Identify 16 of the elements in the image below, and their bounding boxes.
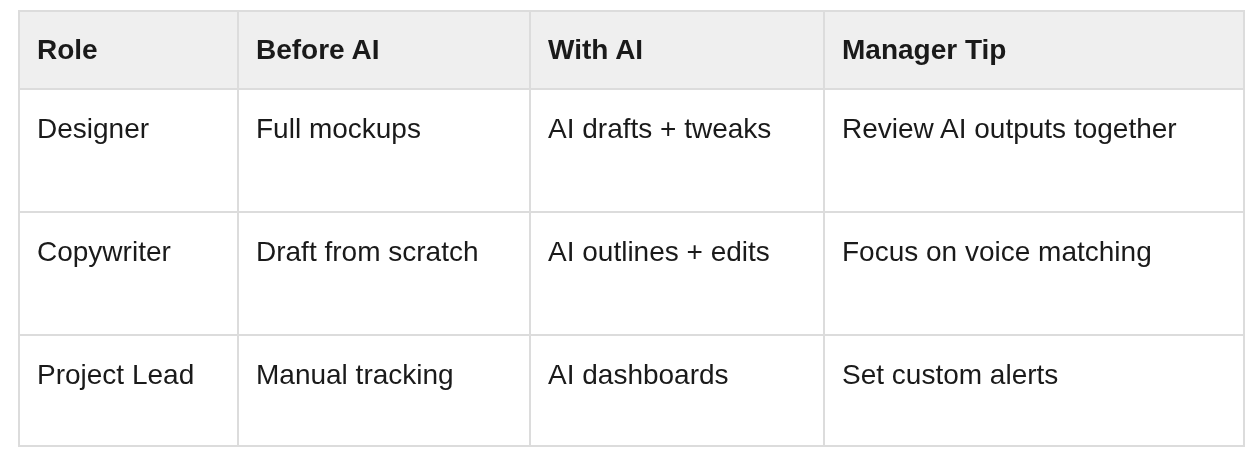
- table-cell: Full mockups: [238, 89, 530, 212]
- table-cell: Copywriter: [19, 212, 238, 335]
- table-cell: Focus on voice matching: [824, 212, 1244, 335]
- table-cell: AI drafts + tweaks: [530, 89, 824, 212]
- table-cell: Project Lead: [19, 335, 238, 446]
- table-cell: AI outlines + edits: [530, 212, 824, 335]
- header-cell: Manager Tip: [824, 11, 1244, 89]
- header-cell: Before AI: [238, 11, 530, 89]
- table-cell: Review AI outputs together: [824, 89, 1244, 212]
- header-cell: With AI: [530, 11, 824, 89]
- table-cell: Designer: [19, 89, 238, 212]
- table-cell: AI dashboards: [530, 335, 824, 446]
- table-cell: Set custom alerts: [824, 335, 1244, 446]
- table-cell: Manual tracking: [238, 335, 530, 446]
- table-cell: Draft from scratch: [238, 212, 530, 335]
- header-cell: Role: [19, 11, 238, 89]
